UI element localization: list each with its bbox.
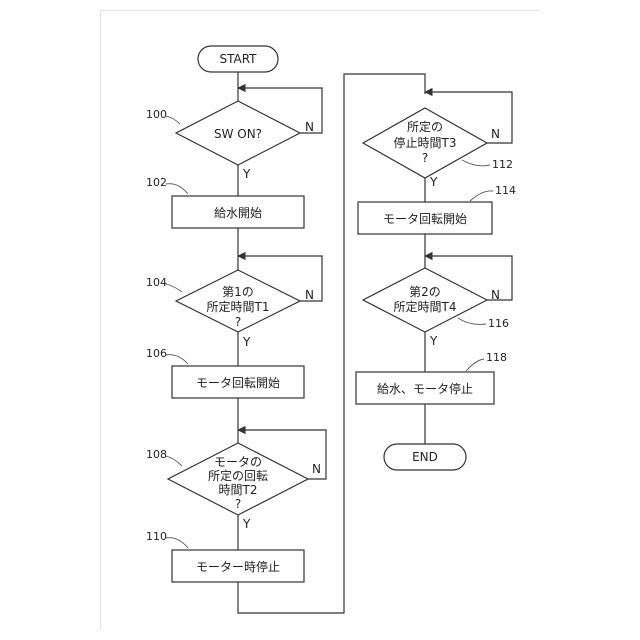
ref-100: 100 [146, 108, 167, 121]
leader-104 [166, 284, 182, 292]
decision-112: 所定の 停止時間T3 ? [363, 108, 487, 178]
decision-112-line-1: 所定の [407, 119, 443, 134]
decision-100-yes-label: Y [242, 167, 251, 181]
process-114: モータ回転開始 [358, 202, 492, 234]
process-110: モーター時停止 [172, 550, 304, 582]
decision-116-line-2: 所定時間T4 [394, 299, 457, 314]
leader-108 [166, 456, 182, 466]
decision-108-line-4: ? [235, 497, 241, 511]
ref-110: 110 [146, 530, 167, 543]
ref-118: 118 [486, 351, 507, 364]
decision-108: モータの 所定の回転 時間T2 ? [168, 443, 308, 515]
decision-100-no-label: N [305, 120, 314, 134]
decision-112-line-3: ? [422, 151, 428, 165]
decision-104-line-2: 所定時間T1 [207, 299, 270, 314]
decision-108-no-label: N [312, 462, 321, 476]
decision-112-no-label: N [491, 127, 500, 141]
ref-116: 116 [488, 317, 509, 330]
process-106: モータ回転開始 [172, 366, 304, 398]
leader-102 [166, 184, 188, 194]
decision-116-no-label: N [491, 288, 500, 302]
decision-116-line-1: 第2の [409, 285, 441, 299]
decision-108-yes-label: Y [242, 517, 251, 531]
decision-100: SW ON? [176, 101, 300, 165]
process-102: 給水開始 [172, 196, 304, 228]
ref-106: 106 [146, 347, 167, 360]
process-114-label: モータ回転開始 [383, 212, 467, 226]
process-118-label: 給水、モータ停止 [377, 381, 473, 396]
end-terminal: END [384, 444, 466, 470]
end-label: END [412, 450, 438, 464]
process-106-label: モータ回転開始 [196, 376, 280, 390]
decision-108-line-1: モータの [214, 455, 262, 469]
decision-112-yes-label: Y [429, 175, 438, 189]
start-label: START [219, 52, 257, 66]
decision-104-yes-label: Y [242, 335, 251, 349]
ref-112: 112 [492, 158, 513, 171]
process-118: 給水、モータ停止 [356, 372, 494, 404]
ref-108: 108 [146, 448, 167, 461]
process-110-label: モーター時停止 [196, 559, 280, 574]
decision-104-line-3: ? [235, 315, 241, 329]
leader-116 [458, 318, 486, 324]
decision-108-line-3: 時間T2 [219, 483, 258, 497]
leader-112 [462, 160, 490, 166]
decision-104-no-label: N [305, 288, 314, 302]
decision-100-line-1: SW ON? [214, 127, 262, 141]
leader-106 [166, 355, 188, 364]
ref-104: 104 [146, 276, 167, 289]
leader-110 [166, 538, 188, 548]
start-terminal: START [198, 46, 278, 72]
process-102-label: 給水開始 [214, 206, 262, 220]
decision-104: 第1の 所定時間T1 ? [176, 270, 300, 332]
ref-102: 102 [146, 176, 167, 189]
decision-112-line-2: 停止時間T3 [394, 135, 457, 150]
decision-108-line-2: 所定の回転 [208, 468, 268, 483]
decision-116-yes-label: Y [429, 334, 438, 348]
leader-114 [470, 191, 493, 201]
decision-104-line-1: 第1の [222, 285, 254, 299]
ref-114: 114 [495, 184, 516, 197]
leader-100 [166, 116, 180, 124]
leader-118 [466, 359, 484, 371]
